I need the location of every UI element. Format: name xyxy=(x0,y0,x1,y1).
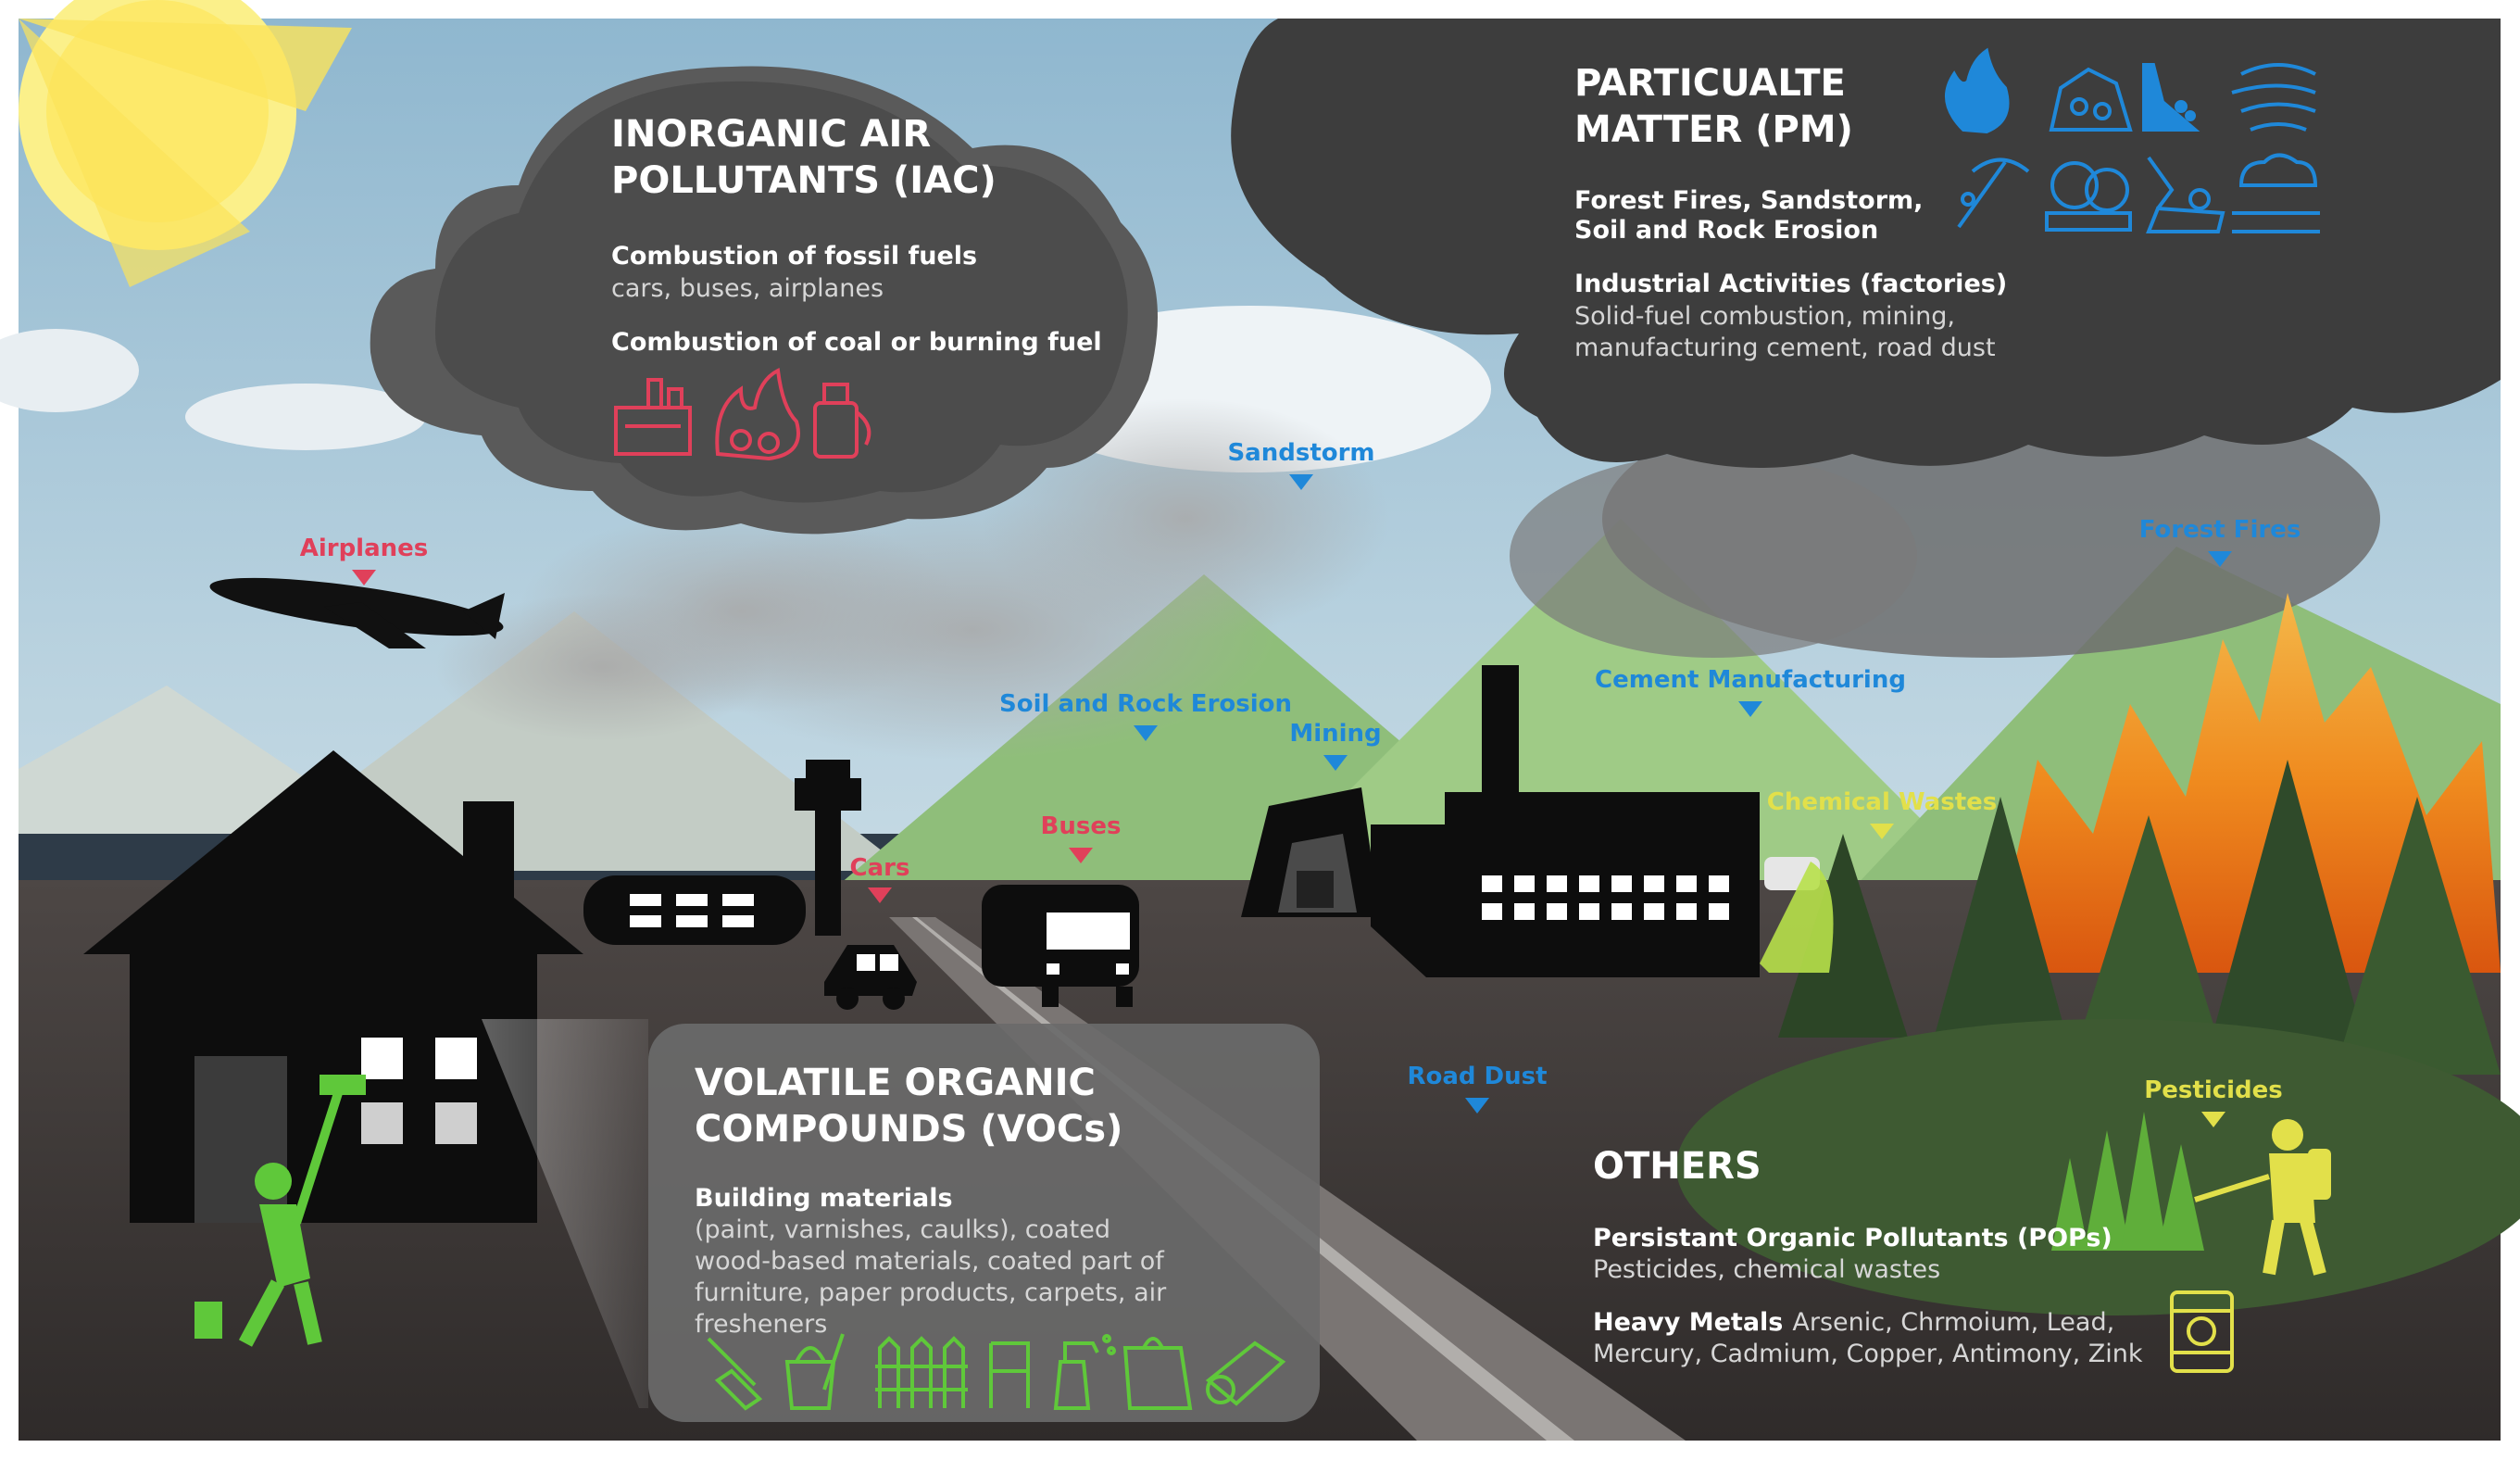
voc-heading: Building materials xyxy=(695,1184,953,1213)
marker-soil-rock-erosion xyxy=(1134,725,1158,741)
iac-heading-2: Combustion of coal or burning fuel xyxy=(611,328,1102,357)
cloud xyxy=(0,329,139,412)
rock-pile-icon xyxy=(2049,67,2133,132)
voc-text-2: wood-based materials, coated part of xyxy=(695,1247,1165,1276)
voc-title-line2: COMPOUNDS (VOCs) xyxy=(695,1108,1122,1151)
mine-entrance xyxy=(1241,787,1380,917)
marker-forest-fires xyxy=(2208,551,2232,567)
pm-title-line1: PARTICUALTE xyxy=(1574,62,1846,105)
fence-icon xyxy=(875,1336,968,1408)
pm-heading-1b: Soil and Rock Erosion xyxy=(1574,216,1878,245)
marker-cars xyxy=(868,887,892,903)
voc-title-line1: VOLATILE ORGANIC xyxy=(695,1062,1096,1104)
label-soil-rock-erosion: Soil and Rock Erosion xyxy=(999,690,1292,718)
marker-sandstorm xyxy=(1289,474,1313,490)
fuel-can-icon xyxy=(813,383,871,459)
others-text-2a: Arsenic, Chrmoium, Lead, xyxy=(1792,1308,2114,1337)
iac-title-line2: POLLUTANTS (IAC) xyxy=(611,159,997,202)
fire-icon xyxy=(1945,47,2010,134)
scene-labels: Airplanes Cars Buses Sandstorm Soil and … xyxy=(300,439,2301,1127)
marker-chemical-wastes xyxy=(1870,824,1894,839)
sun-icon xyxy=(19,0,352,287)
label-road-dust: Road Dust xyxy=(1407,1063,1547,1090)
iac-text-1: cars, buses, airplanes xyxy=(611,274,884,303)
paper-bag-icon xyxy=(1122,1337,1193,1410)
chair-icon xyxy=(989,1341,1030,1408)
label-cars: Cars xyxy=(850,854,910,882)
marker-airplanes xyxy=(352,570,376,585)
landslide-icon xyxy=(2142,63,2200,132)
voc-text-3: furniture, paper products, carpets, air xyxy=(695,1278,1167,1307)
others-heavy-metals-line: Heavy Metals Arsenic, Chrmoium, Lead, xyxy=(1593,1308,2114,1337)
carpet-roll-icon xyxy=(1205,1340,1286,1406)
others-panel: OTHERS Persistant Organic Pollutants (PO… xyxy=(1593,1145,2234,1373)
label-pesticides: Pesticides xyxy=(2144,1076,2283,1104)
label-sandstorm: Sandstorm xyxy=(1227,439,1374,467)
crop-plants xyxy=(2051,1112,2204,1251)
label-mining: Mining xyxy=(1289,720,1381,748)
label-forest-fires: Forest Fires xyxy=(2139,516,2301,544)
iac-heading-1: Combustion of fossil fuels xyxy=(611,242,977,271)
road-dust-icon xyxy=(2232,153,2320,233)
cement-mixer-icon xyxy=(2045,161,2132,232)
airplane xyxy=(209,577,505,648)
label-chemical-wastes: Chemical Wastes xyxy=(1767,788,1997,816)
iac-panel: INORGANIC AIR POLLUTANTS (IAC) Combustio… xyxy=(370,66,1158,535)
painter-figure xyxy=(194,1075,366,1347)
marker-cement-manufacturing xyxy=(1738,701,1762,717)
voc-text-1: (paint, varnishes, caulks), coated xyxy=(695,1215,1110,1244)
others-title: OTHERS xyxy=(1593,1145,1761,1188)
others-text-1: Pesticides, chemical wastes xyxy=(1593,1255,1940,1284)
spray-bottle-icon xyxy=(1053,1334,1116,1410)
factory-icon xyxy=(614,378,692,456)
cloud xyxy=(185,384,426,450)
mountain xyxy=(1250,519,1991,889)
marker-road-dust xyxy=(1465,1098,1489,1114)
voc-text-4: fresheners xyxy=(695,1310,827,1339)
pm-text-2a: Solid-fuel combustion, mining, xyxy=(1574,302,1955,331)
iac-title-line1: INORGANIC AIR xyxy=(611,113,931,156)
label-cement-manufacturing: Cement Manufacturing xyxy=(1595,666,1906,694)
sandstorm-icon xyxy=(2231,63,2316,132)
caulk-gun-icon xyxy=(707,1337,763,1411)
label-airplanes: Airplanes xyxy=(300,535,429,562)
factory xyxy=(1371,665,1760,977)
voc-panel: VOLATILE ORGANIC COMPOUNDS (VOCs) Buildi… xyxy=(648,1024,1320,1422)
pesticide-sprayer-figure xyxy=(2194,1119,2331,1276)
marker-buses xyxy=(1069,848,1093,863)
burning-coal-icon xyxy=(715,367,800,461)
mountain xyxy=(278,611,908,871)
airport-terminal xyxy=(583,760,861,945)
others-heading-2: Heavy Metals xyxy=(1593,1308,1783,1337)
marker-pesticides xyxy=(2201,1112,2225,1127)
bus xyxy=(982,885,1139,1007)
paint-bucket-icon xyxy=(784,1333,845,1410)
mining-pick-icon xyxy=(1957,157,2030,229)
others-text-2b: Mercury, Cadmium, Copper, Antimony, Zink xyxy=(1593,1340,2143,1368)
car xyxy=(824,945,917,1010)
pm-heading-1a: Forest Fires, Sandstorm, xyxy=(1574,186,1923,215)
pm-heading-2: Industrial Activities (factories) xyxy=(1574,270,2007,298)
chemical-waste-pipe xyxy=(1760,857,1834,973)
marker-mining xyxy=(1323,755,1348,771)
label-buses: Buses xyxy=(1041,812,1122,840)
pm-title-line2: MATTER (PM) xyxy=(1574,108,1853,151)
excavator-icon xyxy=(2146,156,2225,233)
pm-text-2b: manufacturing cement, road dust xyxy=(1574,334,1996,362)
pm-panel: PARTICUALTE MATTER (PM) Forest Fires, Sa… xyxy=(1231,19,2501,468)
toxic-barrel-icon xyxy=(2170,1290,2234,1373)
others-heading-1: Persistant Organic Pollutants (POPs) xyxy=(1593,1224,2113,1252)
